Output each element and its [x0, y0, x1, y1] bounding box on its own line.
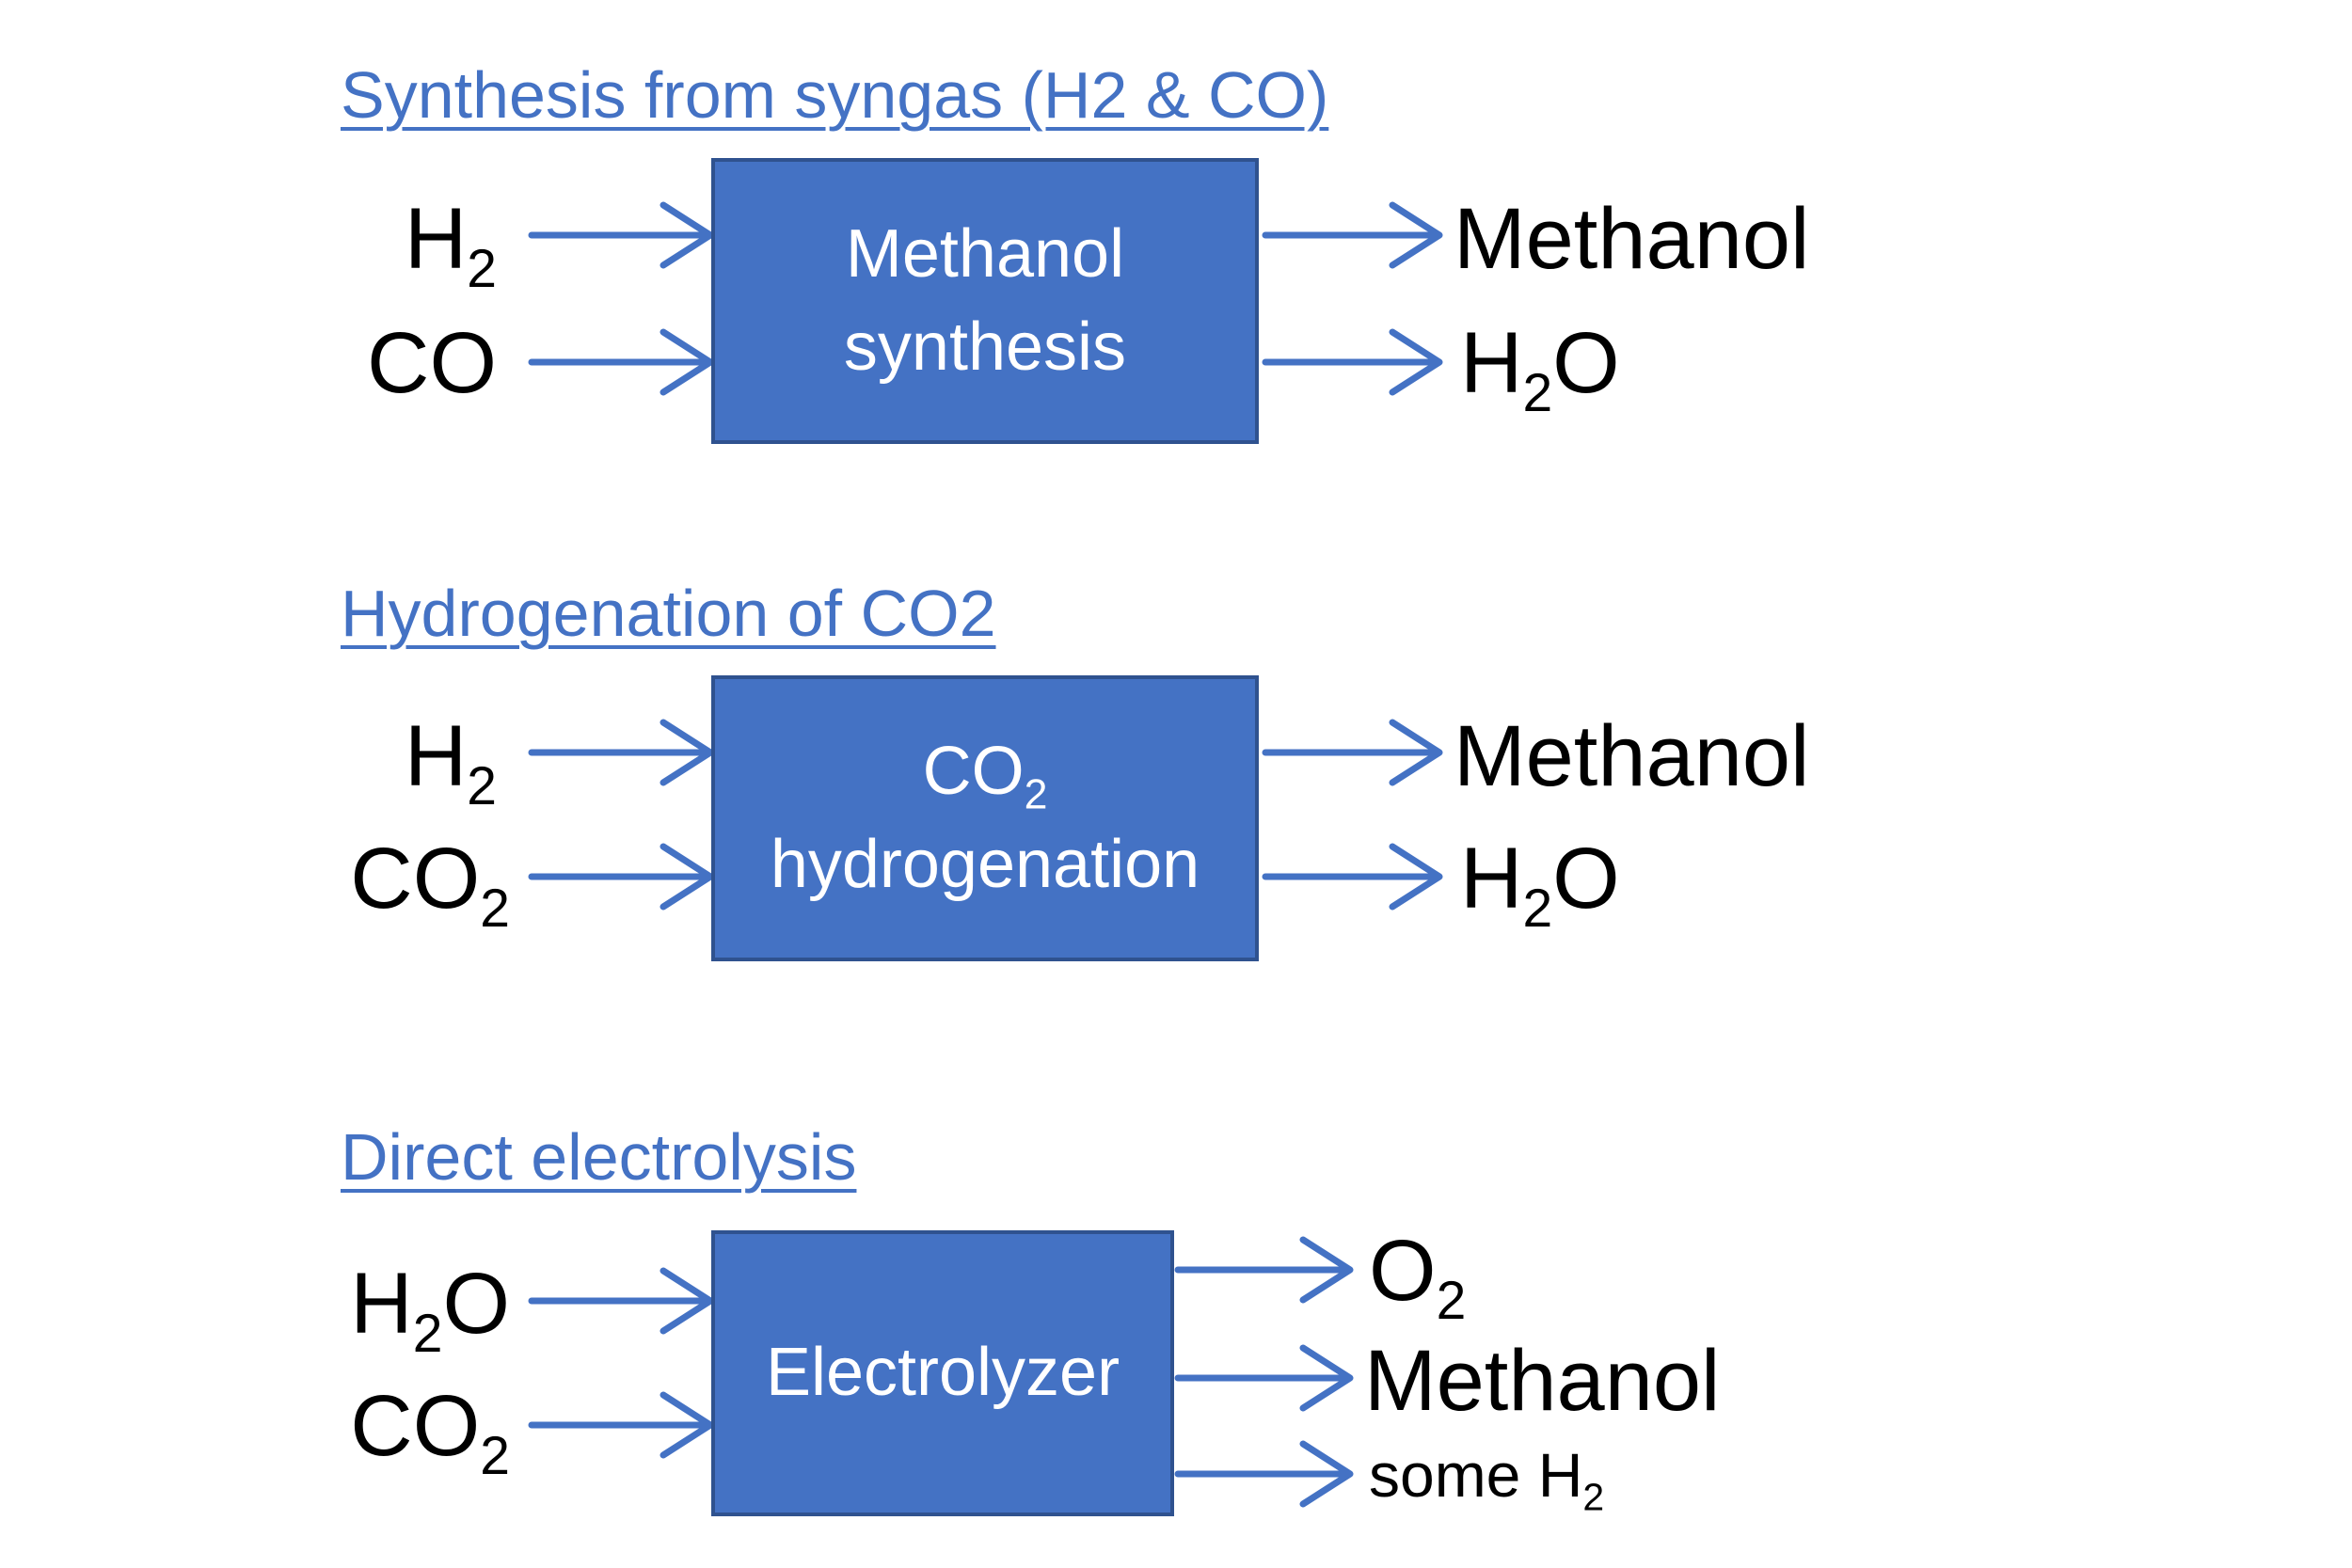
chem-sub: 2 — [1582, 1475, 1605, 1519]
process-box-co2-hydrogenation: CO2 hydrogenation — [711, 675, 1259, 961]
arrow-out-o2 — [1174, 1236, 1354, 1304]
arrow-out-h2o — [1262, 328, 1443, 396]
chem-base: Methanol — [1454, 191, 1810, 287]
arrow-out-some-h2 — [1174, 1440, 1354, 1508]
chem-tail: O — [442, 1256, 510, 1352]
box-label-line2: synthesis — [843, 309, 1127, 385]
chem-base: Methanol — [1454, 708, 1810, 804]
chem-base: O — [1369, 1223, 1437, 1319]
box-label-line1: Methanol — [845, 215, 1125, 292]
section-2-arrows — [528, 719, 1443, 911]
output-methanol: Methanol — [1454, 713, 1809, 800]
section-title-hydrogenation: Hydrogenation of CO2 — [341, 577, 996, 650]
chem-sub: 2 — [467, 238, 497, 299]
arrow-out-methanol — [1174, 1344, 1354, 1412]
arrow-in-co — [528, 328, 714, 396]
input-co: CO — [367, 320, 497, 406]
chem-base: CO — [350, 1378, 481, 1474]
chem-sub: 2 — [467, 755, 497, 816]
input-co2: CO2 — [350, 835, 510, 935]
output-h2o: H2O — [1460, 835, 1620, 935]
chem-base: some H — [1369, 1440, 1583, 1510]
chem-sub: 2 — [412, 1303, 443, 1364]
output-h2o: H2O — [1460, 320, 1620, 420]
box-label-line1: Electrolyzer — [765, 1335, 1120, 1411]
chem-base: H — [404, 708, 468, 804]
arrow-out-h2o — [1262, 843, 1443, 911]
input-h2: H2 — [405, 196, 497, 295]
input-h2: H2 — [405, 713, 497, 813]
arrow-in-co2 — [528, 1391, 714, 1459]
chem-tail: O — [1552, 831, 1620, 927]
output-some-h2: some H2 — [1369, 1444, 1604, 1516]
box-label-line1-sub: 2 — [1024, 771, 1048, 818]
section-3-arrows — [528, 1236, 1354, 1508]
box-label-line2: hydrogenation — [770, 827, 1200, 902]
chem-sub: 2 — [1522, 878, 1553, 939]
arrow-in-h2 — [528, 201, 714, 269]
output-methanol: Methanol — [1364, 1338, 1720, 1424]
output-methanol: Methanol — [1454, 196, 1809, 282]
chem-base: Methanol — [1364, 1333, 1721, 1429]
box-label: Electrolyzer — [766, 1326, 1120, 1419]
arrow-out-methanol — [1262, 201, 1443, 269]
section-title-syngas: Synthesis from syngas (H2 & CO) — [341, 58, 1329, 132]
chem-tail: O — [1552, 315, 1620, 411]
section-title-direct-electrolysis: Direct electrolysis — [341, 1120, 857, 1194]
chem-base: H — [404, 191, 468, 287]
arrow-in-h2 — [528, 719, 714, 786]
output-o2: O2 — [1369, 1227, 1466, 1327]
box-label-line1: CO — [922, 733, 1025, 809]
box-label: Methanol synthesis — [844, 208, 1126, 395]
process-box-electrolyzer: Electrolyzer — [711, 1230, 1174, 1516]
chem-sub: 2 — [1436, 1270, 1467, 1331]
chem-base: CO — [350, 831, 481, 927]
chem-sub: 2 — [480, 1425, 510, 1486]
chem-sub: 2 — [480, 878, 510, 939]
chem-base: H — [1460, 315, 1523, 411]
arrow-out-methanol — [1262, 719, 1443, 786]
chem-base: H — [1460, 831, 1523, 927]
process-box-methanol-synthesis: Methanol synthesis — [711, 158, 1259, 444]
arrow-in-h2o — [528, 1267, 714, 1335]
arrow-in-co2 — [528, 843, 714, 911]
chem-base: CO — [367, 315, 497, 411]
section-1-arrows — [528, 201, 1443, 396]
input-h2o: H2O — [350, 1260, 510, 1360]
box-label: CO2 hydrogenation — [771, 725, 1200, 912]
input-co2: CO2 — [350, 1383, 510, 1482]
chem-sub: 2 — [1522, 362, 1553, 423]
chem-base: H — [350, 1256, 413, 1352]
